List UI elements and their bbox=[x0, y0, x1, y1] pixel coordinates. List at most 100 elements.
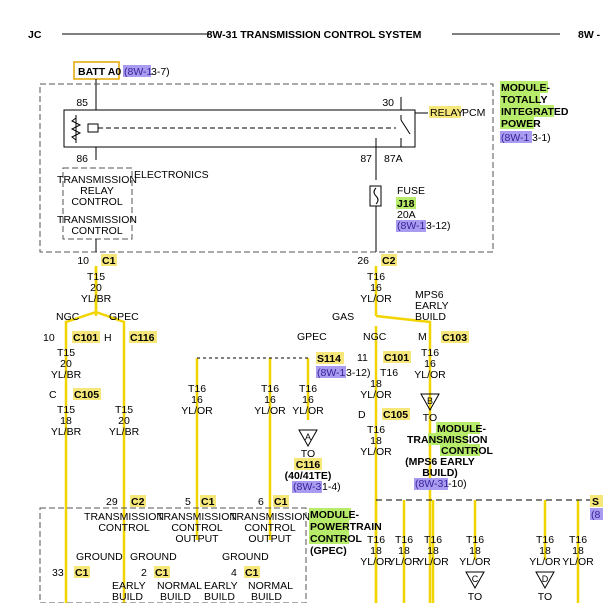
pcm-lab3a: TRANSMISSION bbox=[230, 511, 310, 523]
wl2-color: YL/BR bbox=[51, 426, 82, 438]
pcm-p1n: C2 bbox=[131, 496, 145, 508]
relay-box bbox=[63, 109, 416, 148]
pcm-p1: 29 bbox=[106, 496, 118, 508]
pcm-nb3: NORMAL bbox=[248, 580, 293, 592]
wr-gauge: T16 bbox=[367, 271, 385, 283]
pcm-lab1a: TRANSMISSION bbox=[84, 511, 164, 523]
c2-name: C2 bbox=[382, 255, 396, 267]
tipm-ref-b: 3-1) bbox=[532, 132, 551, 144]
pcm-b4: 4 bbox=[231, 567, 237, 579]
split-gas: GAS bbox=[332, 311, 354, 323]
relay-coil bbox=[70, 117, 82, 141]
arrow-b-ref-b: -10) bbox=[448, 478, 467, 490]
bw3-size: 18 bbox=[427, 545, 439, 557]
c105r-name: C105 bbox=[383, 409, 408, 421]
bw5-gauge: T16 bbox=[536, 534, 554, 546]
pcm-p2: 5 bbox=[185, 496, 191, 508]
pcm-lab2a: TRANSMISSION bbox=[157, 511, 237, 523]
bw6-gauge: T16 bbox=[569, 534, 587, 546]
wl1-size: 20 bbox=[60, 358, 72, 370]
bw1-size: 18 bbox=[370, 545, 382, 557]
gpec2-gauge: T16 bbox=[261, 383, 279, 395]
pin-30: 30 bbox=[382, 97, 394, 109]
wl-color: YL/BR bbox=[81, 293, 112, 305]
bw2-color: YL/OR bbox=[388, 556, 420, 568]
wl-gauge: T15 bbox=[87, 271, 105, 283]
bw6-color: YL/OR bbox=[562, 556, 594, 568]
tipm-l4: POWER bbox=[501, 118, 541, 130]
gpec-bus-wires bbox=[195, 358, 310, 540]
pin-87: 87 bbox=[360, 153, 372, 165]
pin-87a: 87A bbox=[384, 153, 403, 165]
gpec3-gauge: T16 bbox=[299, 383, 317, 395]
arrow-d-to: TO bbox=[538, 591, 552, 603]
pcm-b33n: C1 bbox=[75, 567, 89, 579]
c1-pin: 10 bbox=[77, 255, 89, 267]
arrow-b-s2: BUILD) bbox=[422, 467, 458, 479]
c101l-pin: 10 bbox=[43, 332, 55, 344]
ngc2-gauge: T16 bbox=[367, 424, 385, 436]
pin-86: 86 bbox=[76, 153, 88, 165]
pin-85: 85 bbox=[76, 97, 88, 109]
split-gpec2: GPEC bbox=[297, 331, 327, 343]
pcm-b4n: C1 bbox=[245, 567, 259, 579]
arrow-b-m2: TRANSMISSION bbox=[407, 434, 488, 446]
bw4-gauge: T16 bbox=[466, 534, 484, 546]
c105l-pin: C bbox=[49, 389, 57, 401]
wl1-color: YL/BR bbox=[51, 369, 82, 381]
pcm-eb2: BUILD bbox=[112, 591, 143, 603]
arrow-b-m1: MODULE- bbox=[437, 423, 486, 435]
ngc-color: YL/OR bbox=[360, 389, 392, 401]
arrow-d-letter: D bbox=[542, 574, 549, 584]
pcm-l1: MODULE- bbox=[310, 509, 359, 521]
fuse-ref-a: (8W-1 bbox=[397, 220, 426, 232]
arrow-a-sub: (40/41TE) bbox=[285, 470, 332, 482]
arrow-b-m3: CONTROL bbox=[441, 445, 493, 457]
bw6-size: 18 bbox=[572, 545, 584, 557]
arrow-a-ref-a: (8W-3 bbox=[293, 481, 322, 493]
gpec1-size: 16 bbox=[191, 394, 203, 406]
gpec3-color: YL/OR bbox=[292, 405, 324, 417]
bw1-color: YL/OR bbox=[360, 556, 392, 568]
tipm-l1: MODULE- bbox=[501, 82, 550, 94]
batt-ref-a: (8W-1 bbox=[124, 66, 153, 78]
pcm-lab2b: CONTROL bbox=[171, 522, 222, 534]
pcm-lab3c: OUTPUT bbox=[248, 533, 292, 545]
s114-name: S114 bbox=[317, 353, 341, 365]
split-ngc: NGC bbox=[56, 311, 80, 323]
arrow-c-to: TO bbox=[468, 591, 482, 603]
relay-switch bbox=[400, 119, 411, 135]
wr-size: 16 bbox=[370, 282, 382, 294]
mps-gauge: T16 bbox=[421, 347, 439, 359]
trc-l3: CONTROL bbox=[71, 196, 122, 208]
pcm-b2n: C1 bbox=[155, 567, 169, 579]
bw5-color: YL/OR bbox=[529, 556, 561, 568]
ngc2-color: YL/OR bbox=[360, 446, 392, 458]
arrow-b-ref-a: (8W-31 bbox=[415, 478, 449, 490]
arrow-b-to: TO bbox=[423, 412, 437, 424]
c2-pin: 26 bbox=[357, 255, 369, 267]
arrow-a-ref-b: 1-4) bbox=[322, 481, 341, 493]
tipm-l3: INTEGRATED bbox=[501, 106, 569, 118]
split-build: BUILD bbox=[415, 311, 446, 323]
c1-name: C1 bbox=[102, 255, 116, 267]
bw1-gauge: T16 bbox=[367, 534, 385, 546]
fuse-ref-b: 3-12) bbox=[426, 220, 451, 232]
pcm-p3: 6 bbox=[258, 496, 264, 508]
ngc-gauge: T16 bbox=[380, 367, 398, 379]
c101r-pin: 11 bbox=[357, 352, 368, 364]
batt-ref-highlight bbox=[123, 65, 151, 77]
pcm-p2n: C1 bbox=[201, 496, 215, 508]
c116-pin: H bbox=[104, 332, 112, 344]
wl2-size: 18 bbox=[60, 415, 72, 427]
split-ngc2: NGC bbox=[363, 331, 387, 343]
electronics-box bbox=[62, 167, 133, 240]
pcm-nb1: NORMAL bbox=[157, 580, 202, 592]
batt-ref-b: 3-7) bbox=[151, 66, 170, 78]
tipm-ref-a: (8W-1 bbox=[501, 132, 530, 144]
bw3-color: YL/OR bbox=[417, 556, 449, 568]
wl3-size: 20 bbox=[118, 415, 130, 427]
pcm-nb4: BUILD bbox=[251, 591, 282, 603]
s114-ref-a: (8W-1 bbox=[317, 367, 346, 379]
